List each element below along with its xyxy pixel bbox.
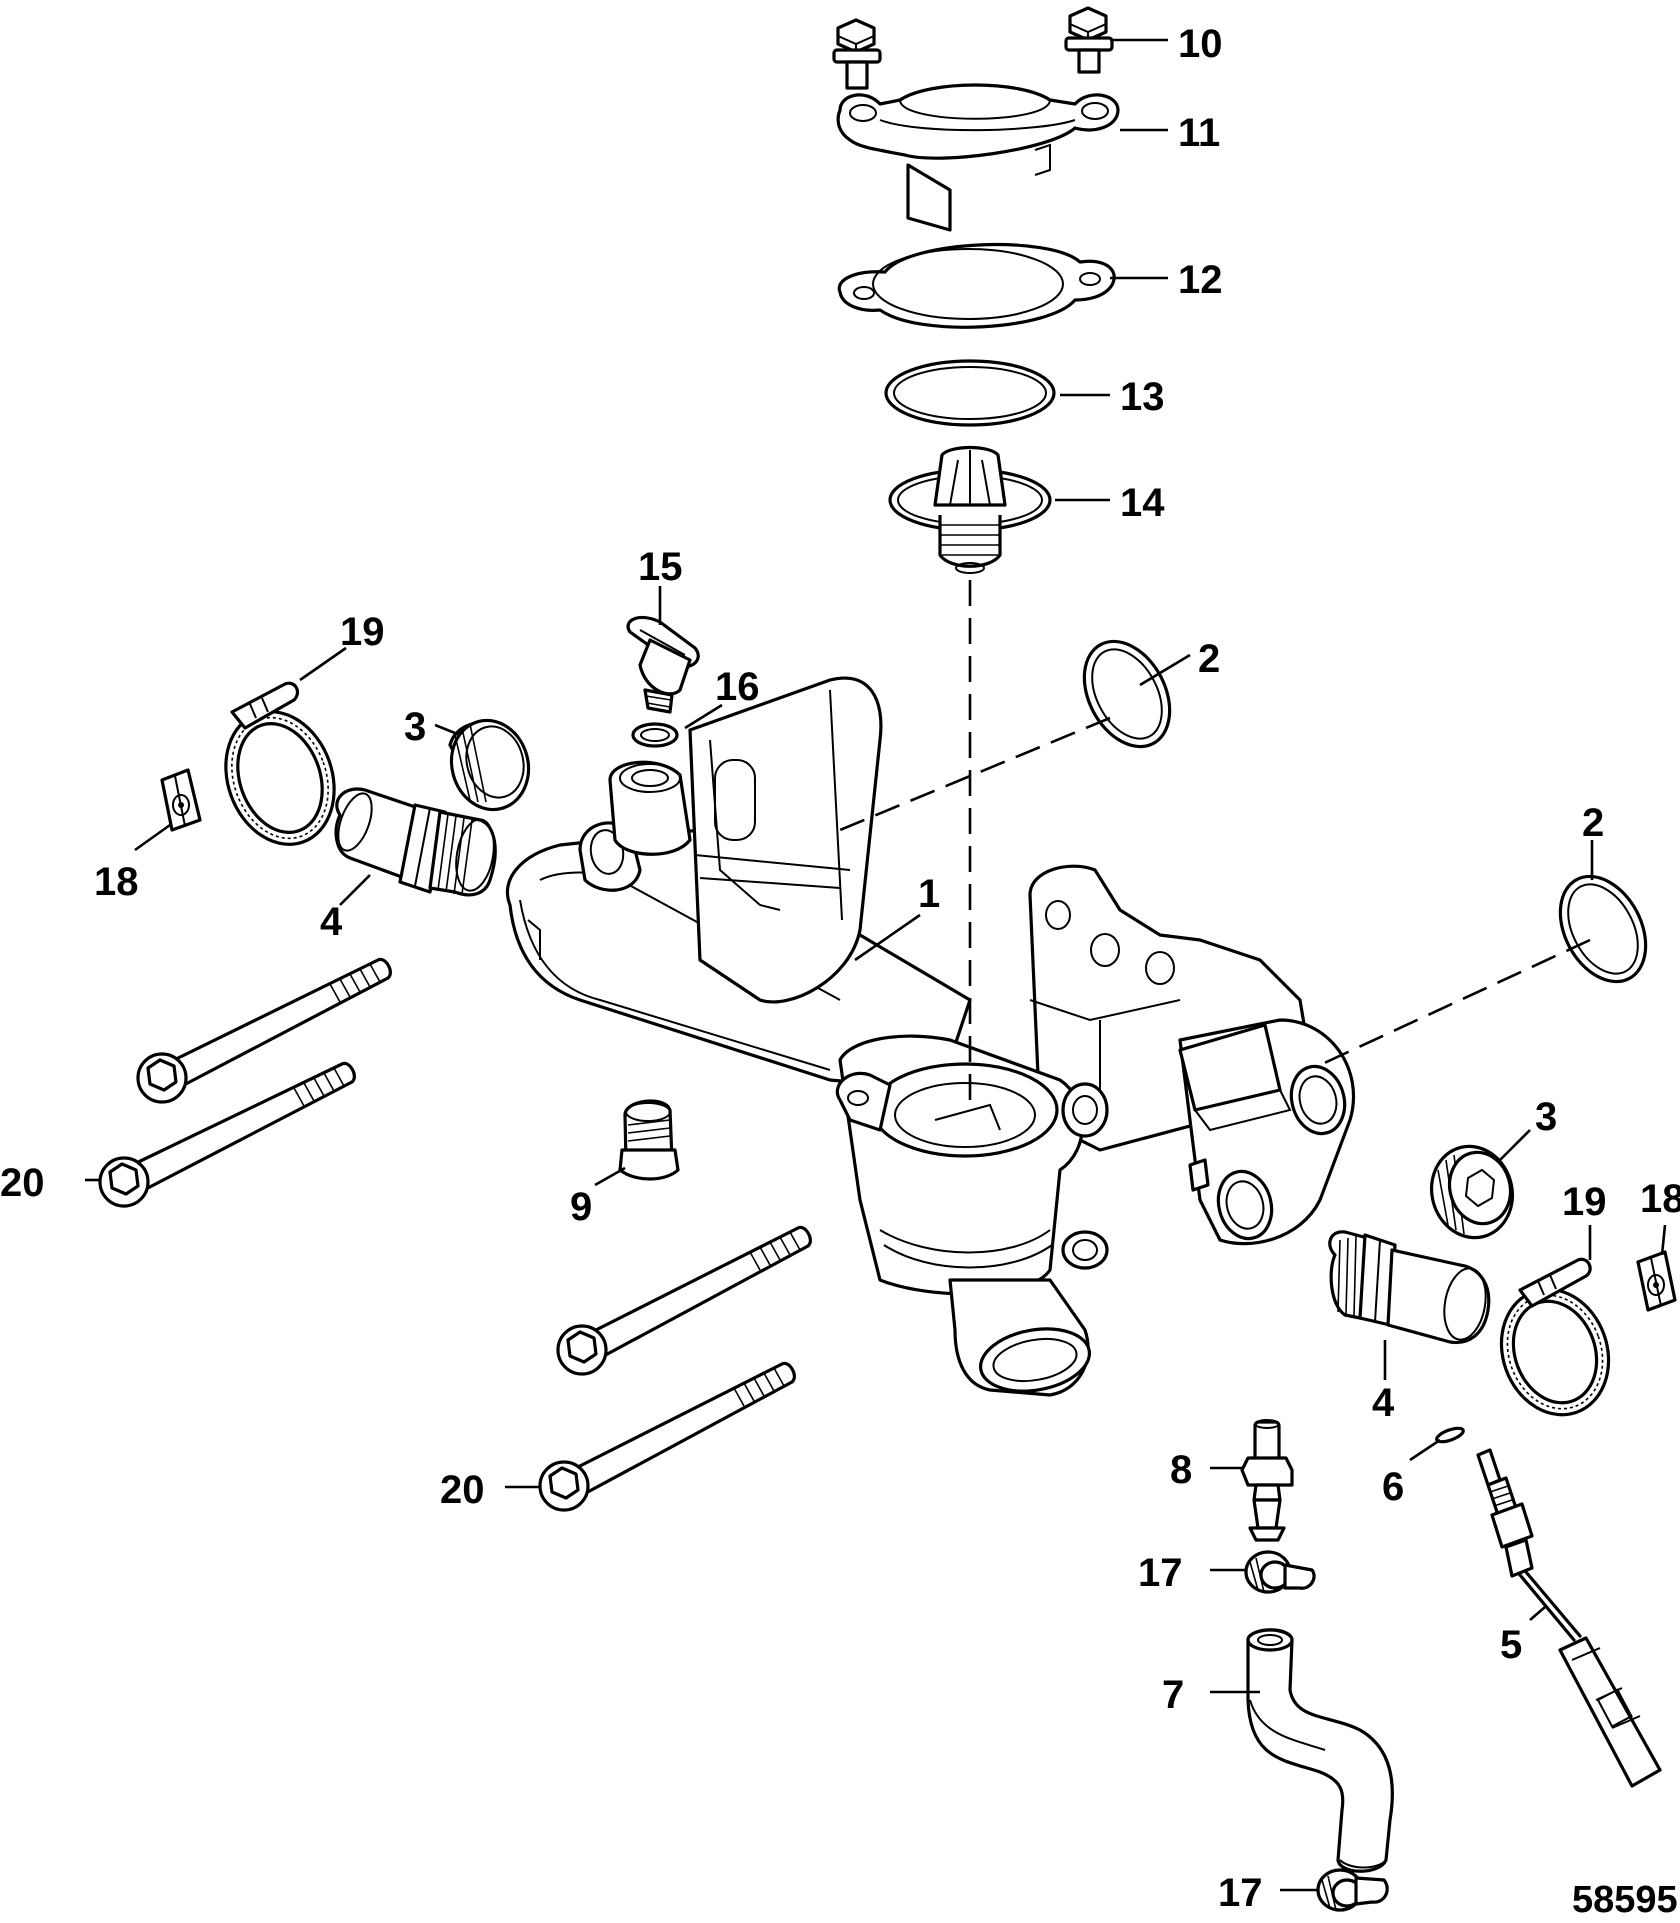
barbed-fitting <box>1240 1419 1294 1542</box>
formed-hose <box>1246 1628 1394 1873</box>
thermostat-cover <box>836 83 1120 232</box>
cover-gasket <box>837 242 1116 329</box>
callout-18-right: 18 <box>1640 1177 1680 1221</box>
callout-4-right: 4 <box>1372 1381 1395 1425</box>
clip-nut-left <box>160 768 202 832</box>
callout-4-left: 4 <box>320 900 343 944</box>
hose-fitting-right <box>1328 1230 1491 1345</box>
callout-18-left: 18 <box>94 860 139 904</box>
callout-9: 9 <box>570 1185 592 1229</box>
cover-bolt-right <box>1064 6 1114 74</box>
mounting-bolt-lower-2 <box>538 1361 796 1512</box>
callout-7: 7 <box>1162 1673 1184 1717</box>
callout-20-upper: 20 <box>0 1161 45 1205</box>
drain-plug-seal <box>631 722 679 748</box>
mounting-bolt-lower-1 <box>556 1225 812 1376</box>
callout-17-lower: 17 <box>1218 1871 1263 1915</box>
callout-8: 8 <box>1170 1448 1192 1492</box>
temperature-sensor <box>1476 1448 1662 1788</box>
sealing-ring-upper <box>1082 639 1172 749</box>
hose-clamp-small-upper <box>1244 1550 1316 1594</box>
hose-clamp-small-lower <box>1316 1868 1389 1912</box>
callout-10: 10 <box>1178 22 1223 66</box>
pipe-plug-center <box>618 1099 680 1181</box>
callout-3-right: 3 <box>1535 1095 1557 1139</box>
callout-19-right: 19 <box>1562 1180 1607 1224</box>
callout-19-left: 19 <box>340 610 385 654</box>
drain-plug <box>626 616 700 714</box>
assembly-guide-lines <box>839 580 1591 1100</box>
mounting-bolt-upper-1 <box>136 957 392 1104</box>
callout-17-upper: 17 <box>1138 1551 1183 1595</box>
sealing-ring-right <box>1558 874 1648 984</box>
callout-5: 5 <box>1500 1623 1522 1667</box>
callout-15: 15 <box>638 545 683 589</box>
callout-20-lower: 20 <box>440 1468 485 1512</box>
callout-1: 1 <box>918 872 940 916</box>
callout-leader-lines <box>85 38 1667 1892</box>
callout-2-upper: 2 <box>1198 637 1220 681</box>
thermostat <box>888 445 1052 574</box>
callout-14: 14 <box>1120 481 1165 525</box>
thermostat-housing <box>505 676 1356 1397</box>
sensor-o-ring <box>1435 1426 1465 1444</box>
pipe-plug-right <box>1429 1144 1515 1240</box>
mounting-bolt-upper-2 <box>98 1061 356 1208</box>
thermostat-o-ring <box>884 359 1056 427</box>
callout-2-right: 2 <box>1582 801 1604 845</box>
callout-16: 16 <box>715 665 760 709</box>
hose-clamp-left <box>224 681 336 846</box>
pipe-plug-left <box>448 718 531 812</box>
cover-bolt-left <box>832 18 882 90</box>
callout-12: 12 <box>1178 258 1223 302</box>
callout-labels: 10 11 12 13 14 15 16 19 2 3 18 4 1 2 20 … <box>0 22 1680 1915</box>
figure-number: 58595 <box>1572 1879 1678 1921</box>
callout-3-left: 3 <box>404 705 426 749</box>
callout-13: 13 <box>1120 375 1165 419</box>
clip-nut-right <box>1636 1250 1677 1312</box>
callout-11: 11 <box>1178 111 1220 155</box>
hose-clamp-right <box>1499 1257 1611 1417</box>
callout-6: 6 <box>1382 1465 1404 1509</box>
hose-fitting-left <box>334 787 497 897</box>
